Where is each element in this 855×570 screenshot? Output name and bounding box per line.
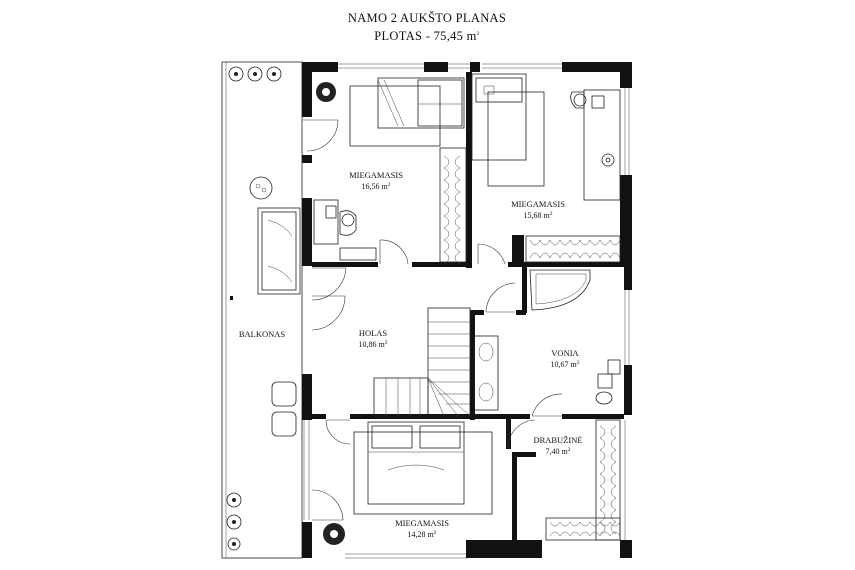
room-label-bedroom-bottom: MIEGAMASIS 14,28 m2 [395, 518, 449, 539]
round-table-icon [249, 176, 273, 200]
svg-text:MIEGAMASIS: MIEGAMASIS [349, 170, 403, 180]
room-label-bedroom-top-right: MIEGAMASIS 15,68 m2 [511, 199, 565, 220]
flower-icon [601, 153, 615, 167]
svg-text:MIEGAMASIS: MIEGAMASIS [511, 199, 565, 209]
room-label-balcony: BALKONAS [239, 329, 286, 339]
svg-text:15,68 m2: 15,68 m2 [524, 211, 553, 220]
svg-text:16,56 m2: 16,56 m2 [362, 182, 391, 191]
room-label-bathroom: VONIA 10,67 m2 [551, 348, 580, 369]
toilet-icon [595, 373, 613, 405]
chair-icon [271, 381, 297, 437]
room-label-hall: HOLAS 10,86 m2 [359, 328, 388, 349]
plan-title: NAMO 2 AUKŠTO PLANAS [348, 11, 506, 25]
room-label-bedroom-top-left: MIEGAMASIS 16,56 m2 [349, 170, 403, 191]
windows [303, 63, 630, 559]
bedroom-bottom-furniture [323, 421, 493, 545]
room-label-wardrobe: DRABUŽINĖ 7,40 m2 [533, 435, 582, 456]
staircase [373, 307, 471, 417]
bathroom-fixtures [473, 269, 621, 411]
wardrobe-shelves [545, 419, 621, 541]
balcony-outline [221, 61, 303, 559]
plant-icon [228, 66, 282, 82]
bedroom-top-left-furniture [313, 77, 467, 265]
balcony-furniture [226, 66, 301, 551]
svg-text:BALKONAS: BALKONAS [239, 329, 286, 339]
plan-area-total: PLOTAS - 75,45 m2 [374, 29, 479, 43]
bedroom-top-right-furniture [471, 73, 621, 263]
svg-text:7,40 m2: 7,40 m2 [546, 447, 571, 456]
svg-text:HOLAS: HOLAS [359, 328, 388, 338]
svg-text:DRABUŽINĖ: DRABUŽINĖ [533, 435, 582, 445]
doors [306, 119, 563, 521]
svg-text:14,28 m2: 14,28 m2 [408, 530, 437, 539]
svg-text:VONIA: VONIA [551, 348, 579, 358]
svg-text:10,67 m2: 10,67 m2 [551, 360, 580, 369]
walls [302, 62, 632, 558]
plant-icon [323, 523, 345, 545]
svg-text:MIEGAMASIS: MIEGAMASIS [395, 518, 449, 528]
plant-icon [316, 82, 336, 102]
plant-icon [226, 492, 242, 551]
svg-text:10,86 m2: 10,86 m2 [359, 340, 388, 349]
